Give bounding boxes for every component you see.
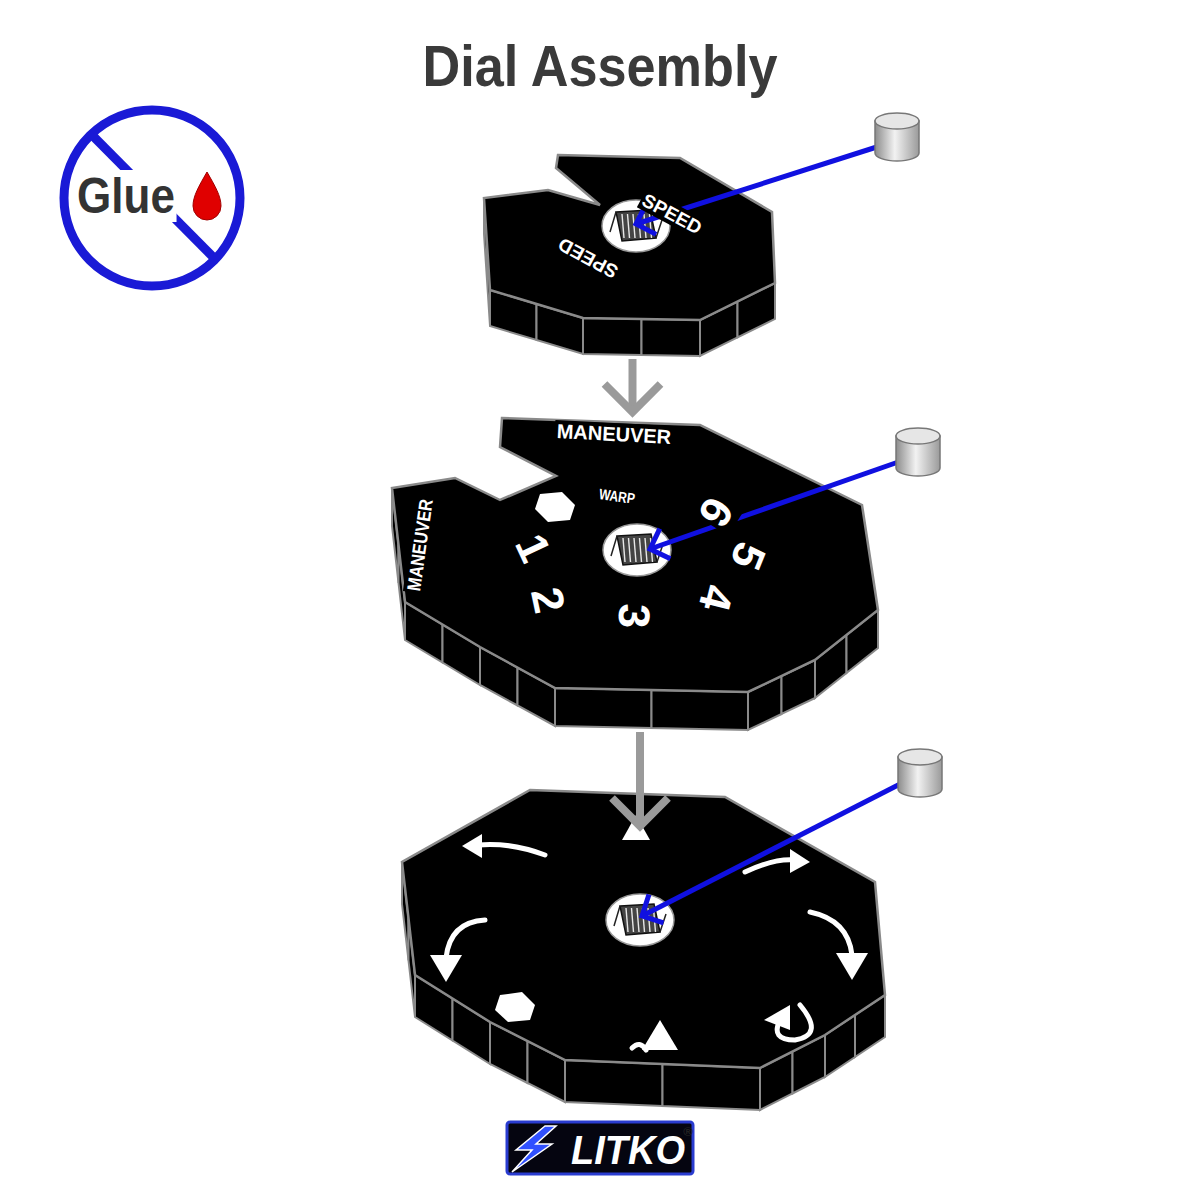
hole-hatch xyxy=(637,908,639,932)
hole-hatch xyxy=(622,214,624,238)
magnet-hole xyxy=(606,894,674,946)
magnet-top xyxy=(875,113,919,129)
hole-hatch xyxy=(651,538,653,562)
logo-plate xyxy=(507,1122,693,1174)
logo-bolt xyxy=(512,1126,556,1172)
hole-hatch xyxy=(650,214,652,238)
stop-symbol xyxy=(535,492,575,522)
hole-hatch xyxy=(629,538,631,562)
piece-side xyxy=(583,318,642,355)
prohibition-circle xyxy=(64,110,240,286)
stop-symbol xyxy=(495,992,535,1022)
hole-hatch xyxy=(632,908,634,932)
hole-hatch xyxy=(628,214,630,238)
hole-rim xyxy=(611,536,663,562)
hole-recess xyxy=(617,534,657,565)
glue-drop xyxy=(193,172,221,220)
litko-logo: LITKO xyxy=(505,1120,697,1176)
hole-hatch xyxy=(633,214,635,238)
no-glue-sign: Glue xyxy=(50,98,255,303)
placement-arrow xyxy=(642,781,906,916)
assembly-arrow xyxy=(629,359,637,412)
hole-hatch xyxy=(645,538,647,562)
bank-arrow-head xyxy=(836,953,868,980)
maneuver-dial: MANEUVERMANEUVERWARP123456 xyxy=(385,410,885,735)
node-shape xyxy=(478,148,782,363)
speed-dial: SPEEDSPEED xyxy=(478,148,782,363)
node-text: 3 xyxy=(611,601,658,631)
turn-arrow-head xyxy=(462,834,482,858)
piece-side xyxy=(642,319,701,356)
trademark-label: ® xyxy=(683,1125,693,1138)
piece-face xyxy=(484,155,775,320)
node-text: LITKO xyxy=(569,1129,687,1171)
bank-arrow xyxy=(810,912,852,955)
hole-hatch xyxy=(644,214,646,238)
hole-hatch xyxy=(643,908,645,932)
diagram-title: Dial Assembly xyxy=(423,37,778,95)
bank-arrow-head xyxy=(430,955,462,982)
magnet-hole xyxy=(603,524,671,576)
node-text: Glue xyxy=(75,170,176,222)
bank-arrow xyxy=(446,920,485,958)
hole-hatch xyxy=(639,214,641,238)
reverse-arrow xyxy=(642,1020,678,1050)
piece-side xyxy=(663,1064,761,1110)
node-shape xyxy=(385,410,885,735)
uturn-arrow-head xyxy=(764,1005,790,1030)
turn-arrow xyxy=(478,844,545,855)
hole-hatch xyxy=(640,538,642,562)
hole-hatch xyxy=(626,908,628,932)
hole-hatch xyxy=(623,538,625,562)
assembly-arrow xyxy=(636,732,644,826)
piece-side xyxy=(652,690,749,730)
magnet-top xyxy=(898,749,942,765)
reverse-mark xyxy=(632,1044,646,1050)
piece-face xyxy=(402,790,885,1068)
piece-face xyxy=(392,418,878,692)
bottom-dial xyxy=(402,790,885,1110)
piece-side xyxy=(565,1060,663,1106)
hole-hatch xyxy=(634,538,636,562)
piece-side xyxy=(555,688,652,728)
magnet-top xyxy=(896,428,940,444)
turn-arrow-head xyxy=(790,849,810,873)
